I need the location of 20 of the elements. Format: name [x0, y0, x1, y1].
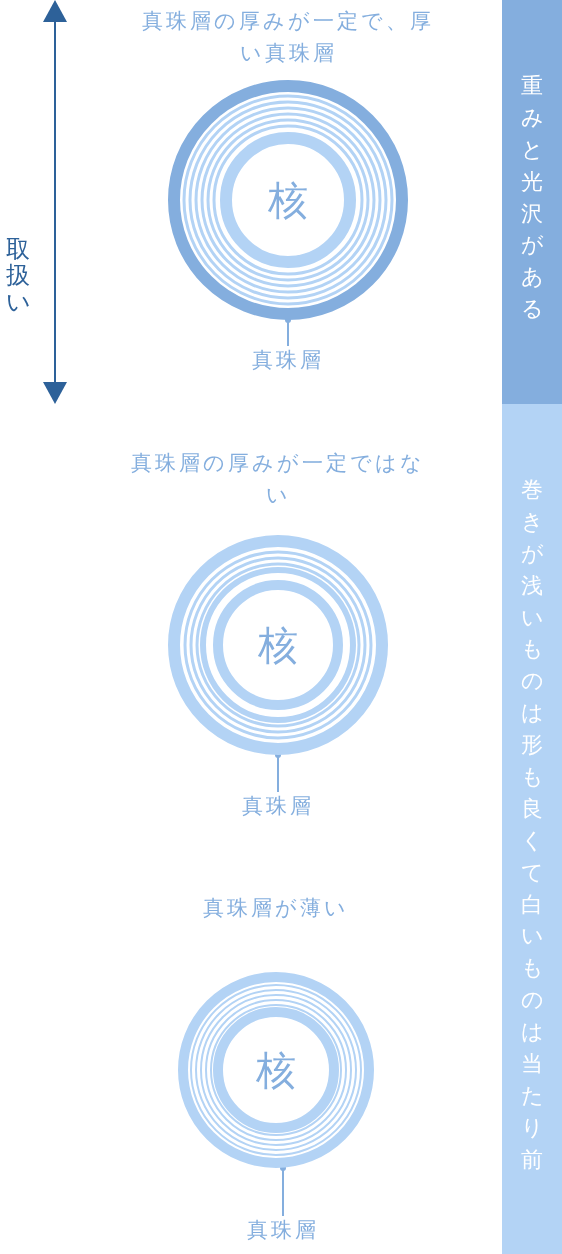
- pearl-cross-section: [168, 535, 388, 755]
- core-label: 核: [268, 176, 308, 225]
- layer-label: 真珠層: [223, 1216, 343, 1246]
- heading: 真珠層の厚みが一定で、厚い真珠層: [141, 8, 435, 67]
- leader-line: [275, 752, 281, 793]
- leader-line: [285, 317, 291, 347]
- pearl-cross-section: [178, 972, 374, 1168]
- vertical-label: 取扱い: [6, 236, 30, 316]
- pearl-cross-section: [168, 80, 408, 320]
- core-label: 核: [258, 621, 298, 670]
- core-label: 核: [256, 1046, 296, 1095]
- heading: 真珠層の厚みが一定ではない: [130, 450, 426, 509]
- leader-line: [280, 1165, 286, 1217]
- side-band: [502, 404, 562, 1254]
- heading: 真珠層が薄い: [202, 895, 350, 922]
- side-band: [502, 0, 562, 404]
- vertical-text: 重みと光沢がある: [521, 72, 543, 324]
- layer-label: 真珠層: [228, 346, 348, 376]
- vertical-text: 巻きが浅いものは形も良くて白いものは当たり前: [521, 476, 543, 1174]
- layer-label: 真珠層: [218, 792, 338, 822]
